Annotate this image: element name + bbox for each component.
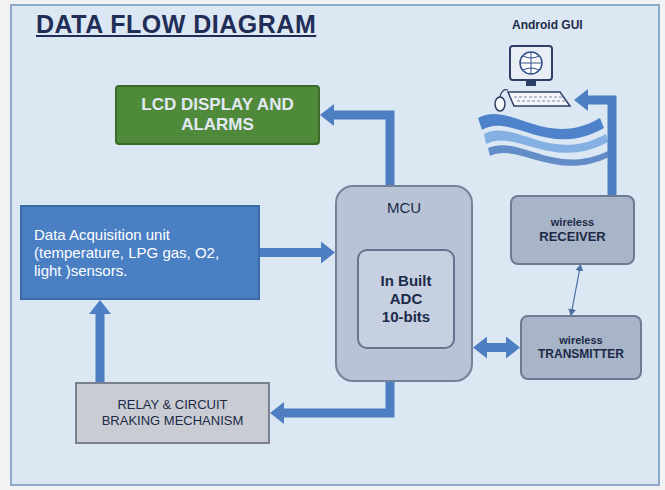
sensor-unit-box: Data Acquisition unit (temperature, LPG …	[20, 205, 260, 300]
box-text: RECEIVER	[539, 229, 605, 245]
flow-arrow	[332, 115, 390, 185]
box-text: wireless	[551, 216, 594, 229]
flow-arrow	[96, 312, 105, 382]
box-text: Data Acquisition unit (temperature, LPG …	[34, 226, 246, 280]
transmitter-box: wirelessTRANSMITTER	[520, 315, 642, 380]
box-text: TRANSMITTER	[538, 347, 624, 361]
wireless-link	[571, 265, 581, 315]
flow-arrow	[282, 382, 390, 413]
relay-box: RELAY & CIRCUIT BRAKING MECHANISM	[75, 382, 270, 444]
adc-box: In Built ADC 10-bits	[357, 249, 455, 349]
display-box: LCD DISPLAY AND ALARMS	[115, 85, 320, 145]
box-text: MCU	[387, 199, 421, 217]
receiver-box: wirelessRECEIVER	[510, 195, 635, 265]
box-text: In Built ADC 10-bits	[379, 272, 433, 326]
diagram-title: DATA FLOW DIAGRAM	[36, 10, 316, 39]
box-text: RELAY & CIRCUIT BRAKING MECHANISM	[89, 397, 256, 428]
box-text: LCD DISPLAY AND ALARMS	[127, 95, 308, 136]
flow-arrow	[260, 248, 323, 257]
box-text: wireless	[559, 334, 602, 347]
flow-arrow	[485, 343, 508, 352]
icon-label: Android GUI	[512, 18, 583, 32]
mcu-box: MCU In Built ADC 10-bits	[335, 185, 473, 382]
